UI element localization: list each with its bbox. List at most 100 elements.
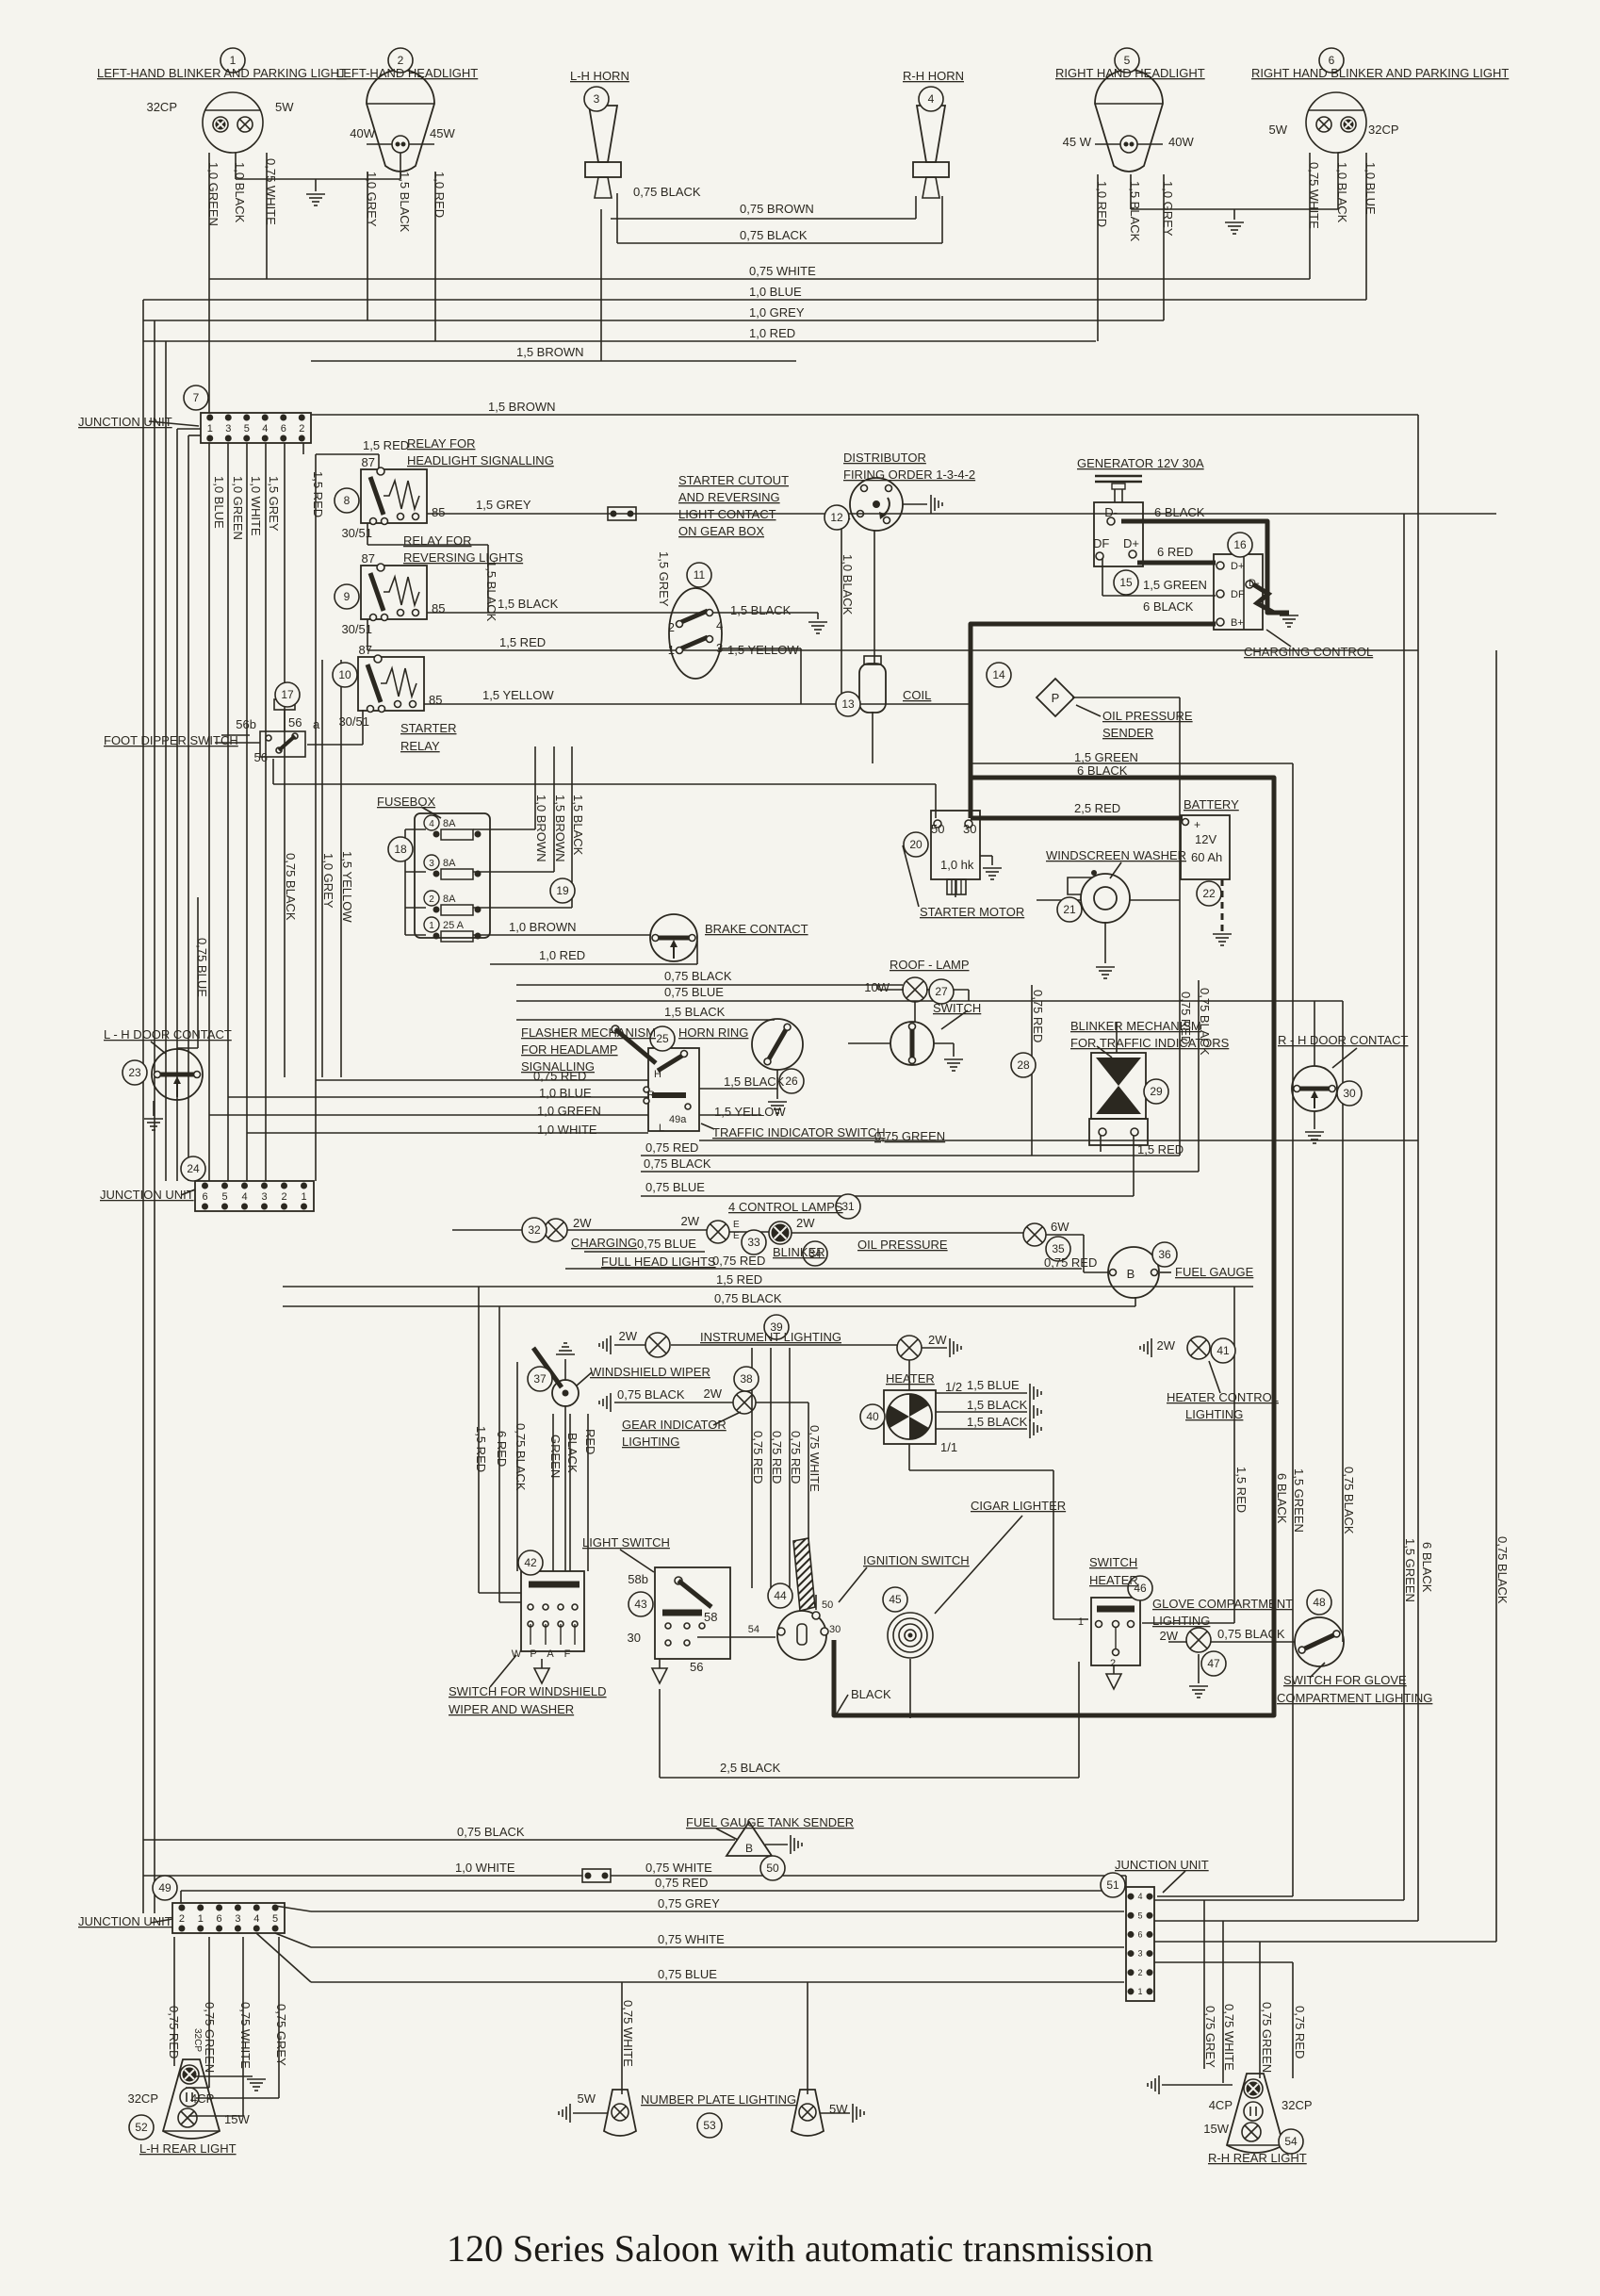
component-label: LIGHT SWITCH <box>582 1535 670 1550</box>
wire-label: 0,75 BLUE <box>195 938 209 997</box>
wire <box>836 1694 849 1714</box>
circle <box>783 1023 792 1032</box>
wire-label: 0,75 RED <box>712 1254 765 1268</box>
blinker-bulb-icon <box>1243 2078 1264 2099</box>
wire-label: 40W <box>1168 135 1194 149</box>
circle <box>474 932 482 940</box>
wire-label: 1,0 GREY <box>1161 181 1175 237</box>
wire-label: 1,0 hk <box>940 858 974 872</box>
component-number <box>332 662 358 688</box>
relay-coil <box>381 665 417 699</box>
component-number-text: 13 <box>841 697 855 711</box>
ignition-coil-symbol <box>858 655 887 713</box>
circle <box>376 563 385 572</box>
blinker-bulb-icon <box>1340 116 1357 133</box>
wire-label: B+ <box>1231 617 1244 629</box>
component-label: STARTER CUTOUT <box>678 473 789 487</box>
wire-label: 0,75 RED <box>533 1069 586 1083</box>
circle <box>776 1627 786 1636</box>
component-number-text: 30 <box>1343 1087 1356 1100</box>
circle <box>849 477 904 532</box>
circle <box>1129 141 1135 147</box>
contact-switch-symbol <box>1291 1065 1338 1112</box>
component-number-text: 33 <box>747 1236 760 1249</box>
circle <box>679 1049 689 1058</box>
wire <box>801 2106 814 2119</box>
circle <box>601 1872 609 1879</box>
component-number <box>122 1059 148 1086</box>
wire <box>831 775 1277 1718</box>
component-number-text: 3 <box>594 92 600 106</box>
lever <box>677 1579 713 1609</box>
wire-label: 85 <box>429 693 442 707</box>
ground-icon <box>1225 221 1244 235</box>
wire-label: 15W <box>1203 2122 1229 2136</box>
wire-label: 32CP <box>192 2028 203 2052</box>
component-label: GEAR INDICATOR <box>622 1418 727 1432</box>
wire-label: 1,5 BLACK <box>664 1005 726 1019</box>
wire-label: 1,0 BLUE <box>539 1086 592 1100</box>
component-label: ON GEAR BOX <box>678 524 764 538</box>
circle <box>380 613 389 622</box>
wiper-washer-switch-symbol <box>520 1570 585 1652</box>
wire-label: 87 <box>362 455 375 469</box>
wire-label: 1,5 RED <box>1234 1467 1249 1513</box>
wire <box>968 621 1216 818</box>
wire <box>180 1189 196 1196</box>
component-number <box>1200 1650 1227 1677</box>
circle <box>377 704 386 713</box>
component-number-text: 15 <box>1119 576 1133 589</box>
bulb-icon <box>645 1332 671 1358</box>
fuse-number-text: 4 <box>429 819 434 829</box>
circle <box>433 830 440 838</box>
circle <box>1127 1911 1135 1919</box>
wire-label: DF <box>1231 589 1245 600</box>
circle <box>197 1925 204 1932</box>
wire-label: 1,5 YELLOW <box>482 688 554 702</box>
component-label: REVERSING LIGHTS <box>403 550 523 565</box>
component-label: HEATER CONTROL <box>1167 1390 1279 1404</box>
circle <box>206 414 214 421</box>
fuse-amps: 8A <box>443 894 456 905</box>
junction-terminal: 1 <box>198 1913 204 1925</box>
circle <box>376 467 385 476</box>
component-number-text: 7 <box>193 391 200 404</box>
wire-label: 1 <box>668 643 675 657</box>
circle <box>298 435 305 442</box>
component-number-text: 51 <box>1106 1878 1119 1892</box>
circle <box>261 1203 268 1210</box>
wire-label: 45W <box>430 126 455 140</box>
component-number <box>1113 569 1139 596</box>
circle <box>253 1904 260 1911</box>
fan-blade <box>909 1394 929 1417</box>
circle <box>179 2087 200 2107</box>
fuse-amps: 25 A <box>443 920 465 931</box>
circle <box>280 435 287 442</box>
wire-label: 3 <box>716 641 723 655</box>
wire <box>1109 861 1122 879</box>
circle <box>1106 517 1116 526</box>
component-number <box>649 1025 676 1052</box>
wire-label: 1,0 RED <box>539 948 585 962</box>
component-label: HEATER <box>1089 1573 1138 1587</box>
junction-terminal: 4 <box>253 1913 259 1925</box>
component-number-text: 22 <box>1202 887 1216 900</box>
circle <box>368 517 378 526</box>
ground-icon <box>1029 1419 1042 1438</box>
circle <box>178 1925 186 1932</box>
wire-label: 45 W <box>1063 135 1092 149</box>
fuse-number <box>423 814 440 831</box>
wire-label: 0,75 WHITE <box>264 158 278 225</box>
wire-label: 58b <box>628 1572 648 1586</box>
wire <box>274 1905 312 1912</box>
wire-label: 1,5 BLACK <box>1128 181 1142 242</box>
wire-label: 6 RED <box>495 1431 509 1467</box>
wire-label: 2 <box>1110 1658 1116 1669</box>
circle <box>197 1904 204 1911</box>
wire-label: 1,5 BROWN <box>488 400 556 414</box>
circle <box>234 1904 241 1911</box>
wire-label: 2,5 BLACK <box>720 1761 781 1775</box>
bulb-icon <box>1186 1336 1211 1360</box>
fuse <box>440 930 474 943</box>
